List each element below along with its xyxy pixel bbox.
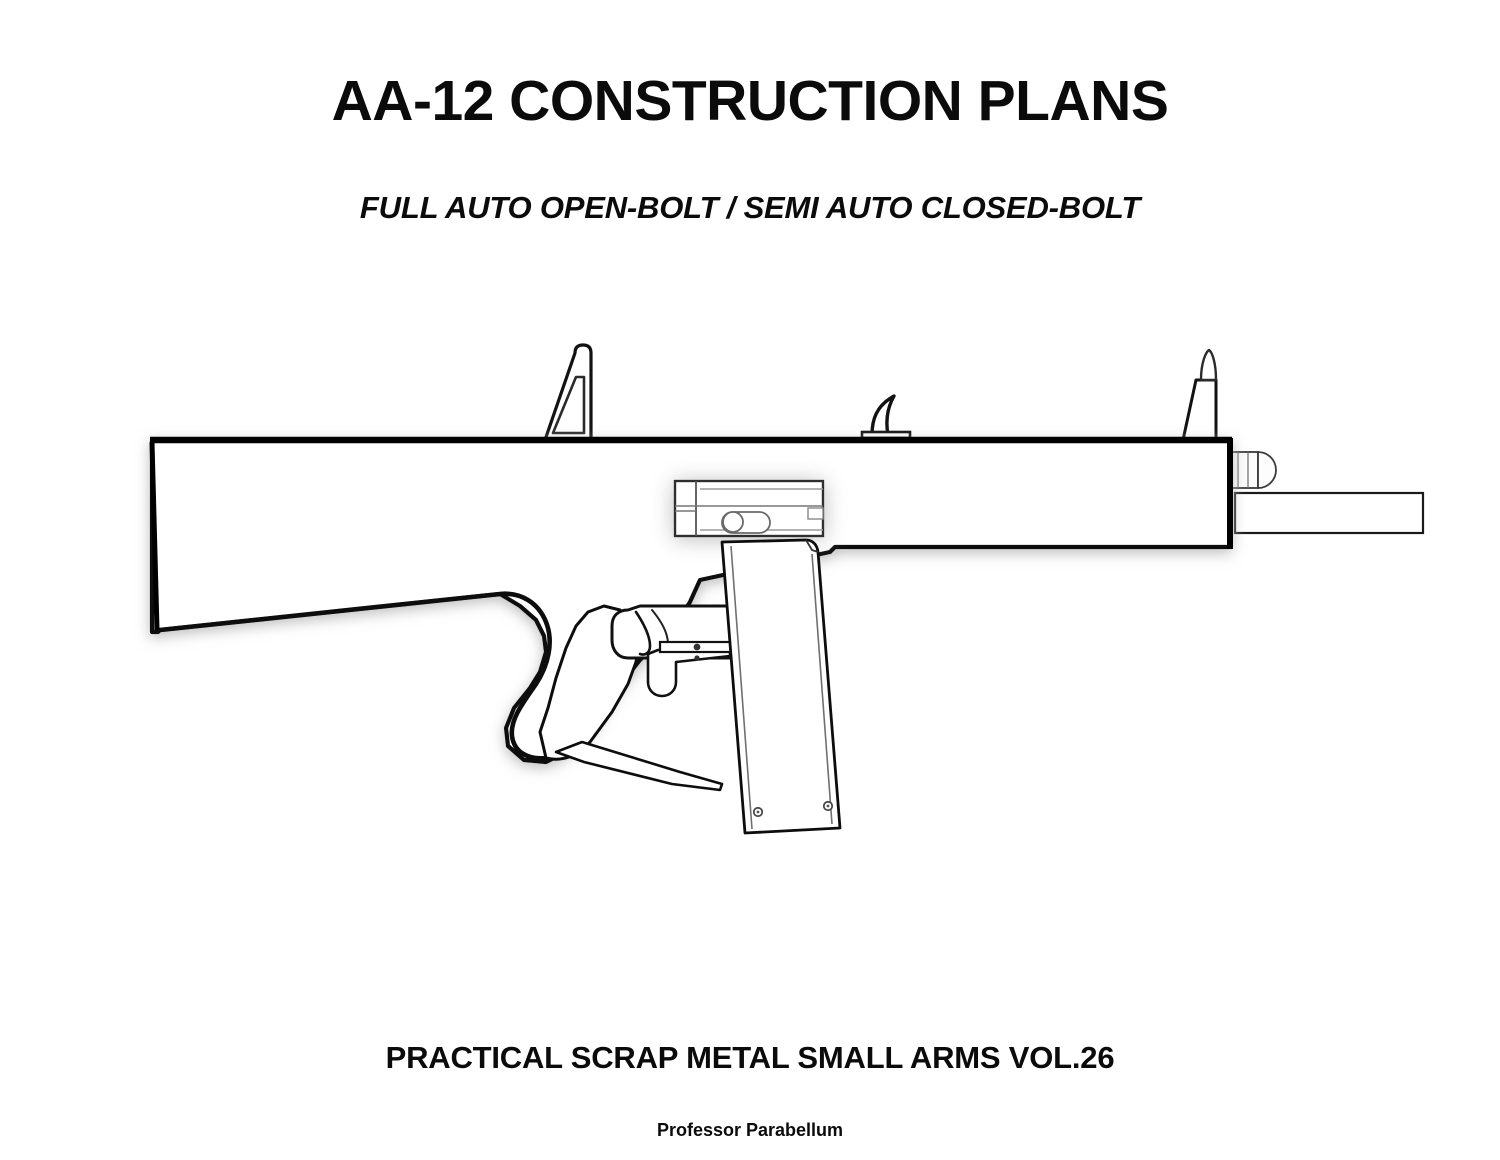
buttstock xyxy=(157,591,552,761)
charging-handle-panel xyxy=(673,479,825,538)
ejection-port-fin xyxy=(860,394,912,440)
page-subtitle: FULL AUTO OPEN-BOLT / SEMI AUTO CLOSED-B… xyxy=(359,189,1141,225)
trigger xyxy=(646,640,734,698)
title-block: AA-12 CONSTRUCTION PLANS FULL AUTO OPEN-… xyxy=(0,69,1500,226)
magazine xyxy=(720,538,842,835)
series-title: PRACTICAL SCRAP METAL SMALL ARMS VOL.26 xyxy=(385,1040,1115,1075)
buttstock-rear-edge xyxy=(149,441,160,631)
barrel xyxy=(1233,491,1425,535)
front-sight xyxy=(1181,348,1218,442)
page-title: AA-12 CONSTRUCTION PLANS xyxy=(331,69,1169,133)
recoil-spring-cap xyxy=(1231,451,1277,489)
magazine-rivets xyxy=(752,800,834,818)
author-name: Professor Parabellum xyxy=(656,1120,844,1140)
shotgun-line-drawing xyxy=(149,343,1425,835)
rear-sight xyxy=(543,343,593,442)
footer-block: PRACTICAL SCRAP METAL SMALL ARMS VOL.26 … xyxy=(0,1040,1500,1141)
illustration-aa-12-shotgun xyxy=(0,280,1500,880)
